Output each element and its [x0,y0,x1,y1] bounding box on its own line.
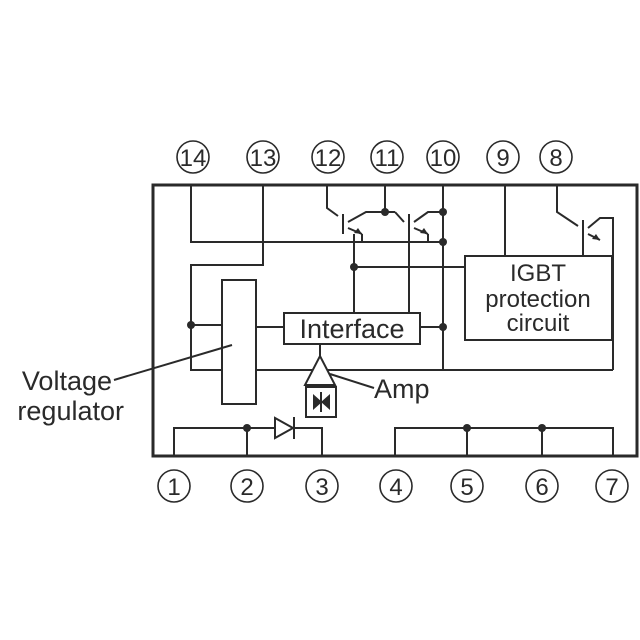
pin-6-label: 6 [535,474,548,501]
pin-4-circle [379,469,413,503]
interface-label: Interface [299,314,404,344]
wire-pin12 [326,185,339,217]
transistor-q2-collector [394,211,405,223]
pin-7-circle [595,469,629,503]
pin-11: 11 [370,140,404,174]
pin-13-label: 13 [250,145,277,172]
wire-pin14-bus [190,185,443,243]
junction-dot [350,263,358,271]
pin-3-label: 3 [315,474,328,501]
junction-dot [381,208,389,216]
igbt-label-line3: circuit [507,310,570,337]
pin-5-label: 5 [460,474,473,501]
pin-4: 4 [379,469,413,503]
pin-13-circle [246,140,280,174]
pin-5: 5 [450,469,484,503]
pin-14-circle [176,140,210,174]
igbt-label-line2: protection [485,286,590,313]
pin-5-circle [450,469,484,503]
pin-1-label: 1 [167,474,180,501]
transistor-q3-arrow [592,234,600,240]
pin-8-label: 8 [549,145,562,172]
pin-12-label: 12 [315,145,342,172]
pin-12-circle [311,140,345,174]
voltage-regulator-label-line1: Voltage [22,366,112,396]
pin-3: 3 [305,469,339,503]
pin-2-label: 2 [240,474,253,501]
amp-leader [329,373,375,389]
pin-7-label: 7 [605,474,618,501]
pin-12: 12 [311,140,345,174]
junction-dot [187,321,195,329]
pin-10-label: 10 [430,145,457,172]
voltage-regulator-block [221,279,257,405]
pin-2: 2 [230,469,264,503]
junction-dot [538,424,546,432]
pin-6-circle [525,469,559,503]
pin-9-circle [486,140,520,174]
voltage-regulator-leader [113,344,233,381]
interface-block [283,312,421,345]
junction-dot [463,424,471,432]
amp-triangle [303,353,337,386]
wire-pin11 [384,185,395,213]
wire-pin13-loop [190,185,613,371]
transistor-q2-arrow [420,228,428,234]
pin-13: 13 [246,140,280,174]
junction-dot [243,424,251,432]
pin-9-label: 9 [496,145,509,172]
pin-14-label: 14 [180,145,207,172]
pin-4-label: 4 [389,474,402,501]
voltage-regulator-label-line2: regulator [17,396,124,426]
junction-dot [439,208,447,216]
pin-8: 8 [539,140,573,174]
zener-left [313,394,322,410]
pin-3-circle [305,469,339,503]
diode-symbol [274,416,296,440]
pin-6: 6 [525,469,559,503]
pin-10-circle [426,140,460,174]
pin-1: 1 [157,469,191,503]
wire-pin8 [556,185,579,227]
pin-11-label: 11 [375,145,400,172]
pin-9: 9 [486,140,520,174]
pin-7: 7 [595,469,629,503]
pin-14: 14 [176,140,210,174]
pin-1-circle [157,469,191,503]
igbt-protection-block [464,255,613,341]
pin-8-circle [539,140,573,174]
junction-dot [439,238,447,246]
amp-label: Amp [374,374,430,404]
pin-10: 10 [426,140,460,174]
transistor-q1-collector [347,211,385,223]
igbt-label-line1: IGBT [510,260,566,287]
junction-dot [439,323,447,331]
pin-11-circle [370,140,404,174]
wire-pins-4-7 [394,427,614,456]
zener-right [321,394,330,410]
transistor-q2-emitter-link [413,211,443,223]
transistor-q1-arrow [354,228,362,234]
pin-2-circle [230,469,264,503]
